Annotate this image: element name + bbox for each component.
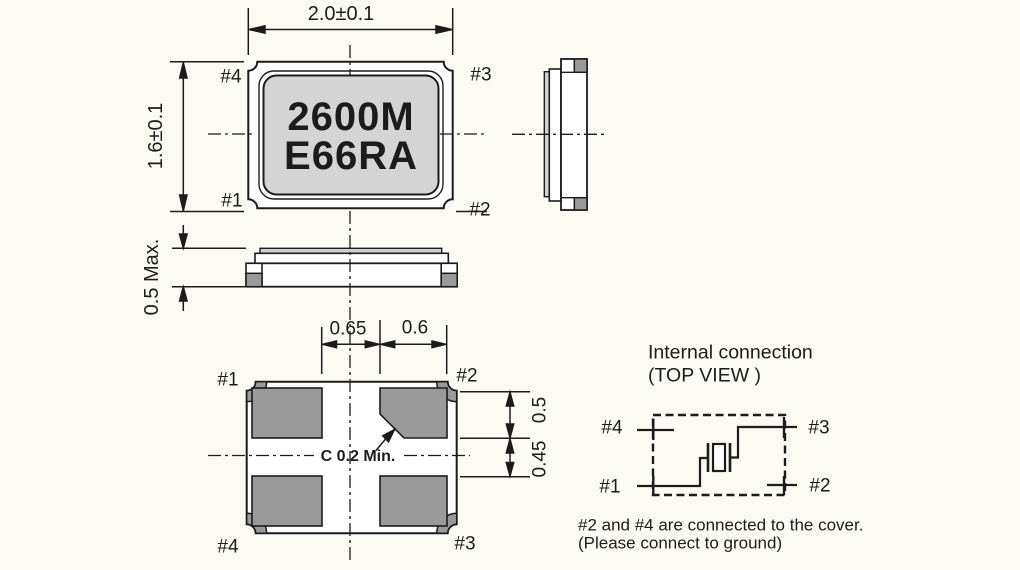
internal-connection-title: Internal connection: [648, 341, 813, 364]
front-view: [245, 247, 459, 288]
crystal-symbol: [706, 442, 732, 473]
pad-height-dimension: 0.5: [529, 396, 551, 424]
bottom-view-pin3-label: #3: [454, 533, 476, 555]
marking-code-text: E66RA: [284, 134, 418, 178]
top-view-pin2-label: #2: [469, 199, 491, 221]
schematic-pin3-label: #3: [808, 417, 830, 439]
chamfer-leader-arrow: [375, 427, 397, 451]
pad-gap-horizontal-dimension: 0.65: [329, 318, 367, 340]
marking-frequency-text: 2600M: [287, 95, 415, 139]
top-view-height-dimension: 1.6±0.1: [145, 102, 167, 170]
internal-connection-subtitle: (TOP VIEW ): [648, 364, 762, 387]
bottom-view-pin4-label: #4: [217, 536, 239, 558]
wire-pin1-to-crystal: [637, 456, 708, 488]
top-view-pin1-label: #1: [221, 190, 243, 212]
pad-3: [379, 475, 448, 527]
bottom-view-pin1-label: #1: [217, 369, 239, 391]
centerlines: [208, 45, 608, 562]
internal-connection-schematic: [637, 413, 797, 497]
wire-crystal-to-pin3: [730, 425, 797, 459]
ground-note-line2: (Please connect to ground): [578, 533, 783, 553]
pad-width-dimension: 0.6: [401, 317, 429, 339]
top-view-outline: [247, 60, 454, 210]
schematic-pin2-label: #2: [809, 475, 831, 497]
bottom-view: [245, 380, 458, 535]
top-view-pin4-label: #4: [220, 66, 242, 88]
package-dashed-boundary: [651, 413, 787, 497]
ground-note-line1: #2 and #4 are connected to the cover.: [578, 515, 864, 535]
schematic-pin1-label: #1: [599, 476, 621, 498]
schematic-pin4-label: #4: [601, 417, 623, 439]
top-view-width-dimension: 2.0±0.1: [307, 3, 375, 25]
chamfer-note: C 0.2 Min.: [320, 448, 396, 465]
pad-gap-vertical-dimension: 0.45: [529, 440, 551, 478]
pad-2-chamfered: [379, 387, 448, 439]
front-view-height-dimension: 0.5 Max.: [141, 238, 163, 316]
bottom-view-pin2-label: #2: [456, 365, 478, 387]
pad-4: [251, 475, 323, 527]
top-view-pin3-label: #3: [470, 64, 492, 86]
pad-1: [251, 387, 323, 439]
dimension-lines: [170, 8, 530, 479]
